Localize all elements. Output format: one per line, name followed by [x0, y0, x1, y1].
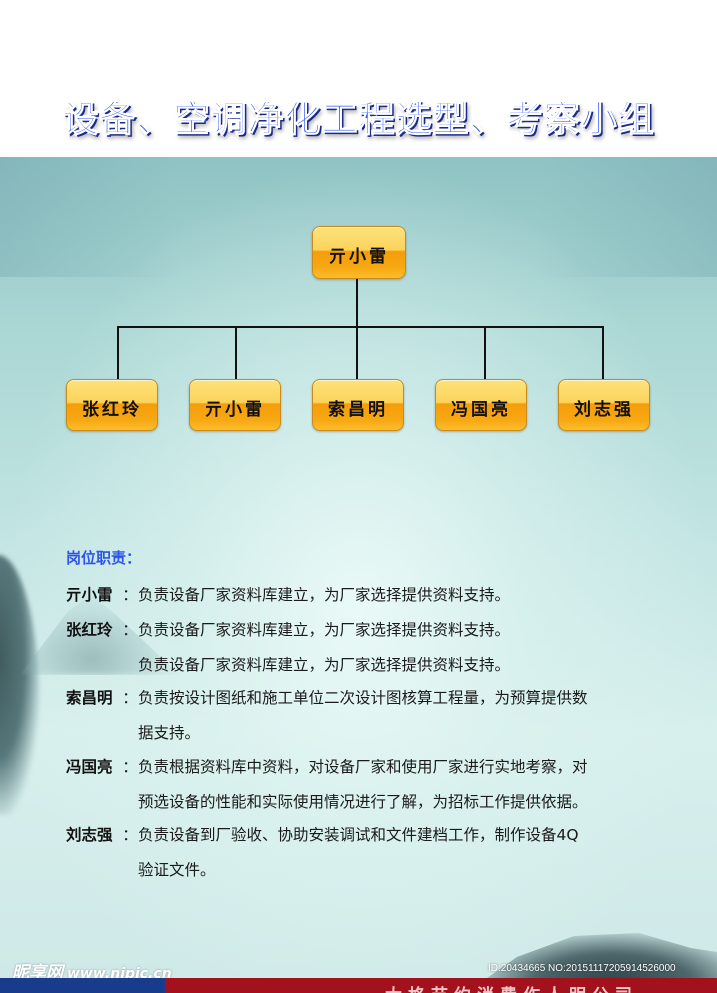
duty-text-continued: 验证文件。: [138, 861, 216, 879]
duty-item: 刘志强 ：负责设备到厂验收、协助安装调试和文件建档工作，制作设备4Q 验证文件。: [66, 823, 579, 880]
connector-child-4: [484, 326, 486, 379]
duty-item: 索昌明 ：负责按设计图纸和施工单位二次设计图核算工程量，为预算提供数 据支持。: [66, 686, 588, 743]
connector-horizontal: [117, 326, 604, 328]
duty-text-continued: 据支持。: [138, 724, 201, 742]
org-node-label: 索昌明: [328, 399, 388, 420]
duty-person-name: 张红玲: [66, 621, 113, 639]
duty-colon: ：: [122, 758, 138, 776]
duty-text-continued: 负责设备厂家资料库建立，为厂家选择提供资料支持。: [138, 656, 511, 674]
org-node-label: 冯国亮: [451, 399, 511, 420]
connector-child-1: [117, 326, 119, 379]
landscape-background: [0, 157, 717, 978]
org-node-root[interactable]: 亓小雷: [312, 226, 406, 279]
connector-child-2: [235, 326, 237, 379]
footer-bar-blue: [0, 978, 165, 993]
duty-item: 亓小雷 ：负责设备厂家资料库建立，为厂家选择提供资料支持。: [66, 583, 510, 605]
org-node-child[interactable]: 张红玲: [66, 379, 158, 431]
connector-child-5: [602, 326, 604, 379]
org-node-label: 张红玲: [82, 399, 142, 420]
org-node-child[interactable]: 亓小雷: [189, 379, 281, 431]
title-band: 设备、空调净化工程选型、考察小组: [0, 0, 717, 157]
org-node-child[interactable]: 索昌明: [312, 379, 404, 431]
footer-bar-red: 大格节约消费作人明公司: [165, 978, 717, 993]
duty-text-continued: 预选设备的性能和实际使用情况进行了解，为招标工作提供依据。: [138, 793, 588, 811]
org-node-label: 亓小雷: [329, 247, 389, 267]
org-node-child[interactable]: 刘志强: [558, 379, 650, 431]
duty-person-name: 刘志强: [66, 826, 113, 844]
org-node-child[interactable]: 冯国亮: [435, 379, 527, 431]
duty-person-name: 索昌明: [66, 689, 113, 707]
duty-colon: ：: [122, 689, 138, 707]
duty-text: 负责按设计图纸和施工单位二次设计图核算工程量，为预算提供数: [138, 689, 588, 707]
duty-text: 负责设备厂家资料库建立，为厂家选择提供资料支持。: [138, 621, 511, 639]
duty-text: 负责设备厂家资料库建立，为厂家选择提供资料支持。: [138, 586, 511, 604]
duty-person-name: 冯国亮: [66, 758, 113, 776]
org-node-label: 刘志强: [574, 399, 634, 420]
duty-item: 张红玲 ：负责设备厂家资料库建立，为厂家选择提供资料支持。 负责设备厂家资料库建立…: [66, 618, 510, 675]
connector-child-3: [356, 326, 358, 379]
duty-text: 负责设备到厂验收、协助安装调试和文件建档工作，制作设备4Q: [138, 826, 579, 844]
duty-colon: ：: [122, 621, 138, 639]
connector-root-down: [356, 279, 358, 327]
duties-heading: 岗位职责：: [66, 549, 142, 567]
image-id-text: ID:20434665 NO:20151117205914526000: [488, 963, 676, 974]
page-title: 设备、空调净化工程选型、考察小组: [62, 99, 655, 141]
duty-item: 冯国亮 ：负责根据资料库中资料，对设备厂家和使用厂家进行实地考察，对 预选设备的性…: [66, 755, 588, 812]
org-node-label: 亓小雷: [205, 399, 265, 420]
duty-person-name: 亓小雷: [66, 586, 113, 604]
footer-red-text: 大格节约消费作人明公司: [385, 981, 638, 993]
duty-colon: ：: [122, 586, 138, 604]
duty-colon: ：: [122, 826, 138, 844]
duty-text: 负责根据资料库中资料，对设备厂家和使用厂家进行实地考察，对: [138, 758, 588, 776]
